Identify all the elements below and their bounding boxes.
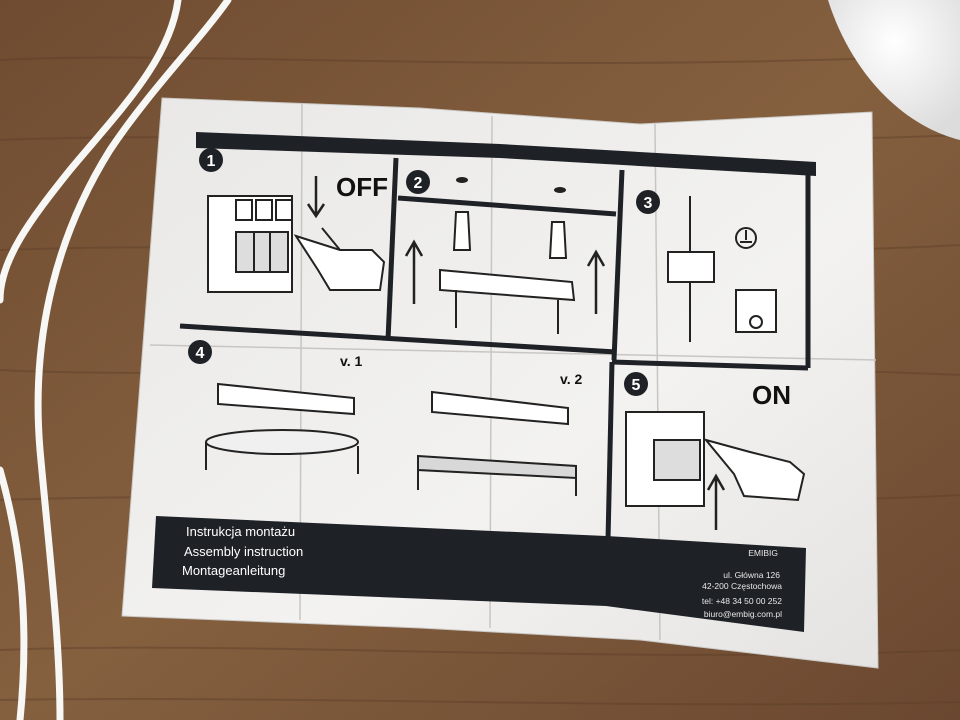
off-label: OFF <box>336 172 388 202</box>
top-band <box>196 132 816 176</box>
white-lamp <box>828 0 960 140</box>
bracket-v1-icon <box>205 382 359 474</box>
company-phone: tel: +48 34 50 00 252 <box>702 596 782 606</box>
bottom-band <box>152 516 806 632</box>
step-2-panel: 2 <box>404 170 606 334</box>
company-city: 42-200 Częstochowa <box>702 581 782 591</box>
bracket-v2-icon <box>417 390 577 496</box>
step-3-number: 3 <box>644 195 653 212</box>
screw-icon <box>455 290 559 334</box>
wall-plug-icon <box>452 211 568 259</box>
variant-2-label: v. 2 <box>560 371 583 387</box>
step-4-number: 4 <box>196 345 205 362</box>
hand-pointing-icon <box>293 227 386 291</box>
title-line-pl: Instrukcja montażu <box>186 524 295 539</box>
step-5-number: 5 <box>632 377 641 394</box>
circuit-breaker-on-icon <box>625 411 705 507</box>
title-line-de: Montageanleitung <box>182 563 285 578</box>
hand-switch-on-icon <box>703 438 806 502</box>
step-5-panel: 5 ON <box>624 372 806 530</box>
step-3-panel: 3 <box>636 190 777 342</box>
up-arrow-icon <box>404 239 606 314</box>
company-street: ul. Główna 126 <box>723 570 780 580</box>
down-arrow-icon <box>306 176 326 219</box>
company-name: EMIBIG <box>748 548 778 558</box>
step-1-number: 1 <box>207 153 216 170</box>
circuit-breaker-icon <box>207 195 293 293</box>
company-email: biuro@embig.com.pl <box>704 609 782 619</box>
white-cable <box>0 0 232 720</box>
ground-symbol-icon <box>735 227 777 333</box>
title-line-en: Assembly instruction <box>184 544 303 559</box>
step-2-number: 2 <box>414 175 423 192</box>
up-arrow-on-icon <box>706 473 726 530</box>
step-1-panel: 1 OFF <box>199 148 388 293</box>
step-4-panel: 4 v. 1 v. 2 <box>188 340 583 496</box>
instruction-sheet: 1 OFF 2 <box>121 97 879 669</box>
panel-borders <box>179 157 811 541</box>
mounting-bracket-icon <box>439 268 576 302</box>
terminal-block-icon <box>667 196 715 342</box>
on-label: ON <box>752 380 791 410</box>
variant-1-label: v. 1 <box>340 353 363 369</box>
